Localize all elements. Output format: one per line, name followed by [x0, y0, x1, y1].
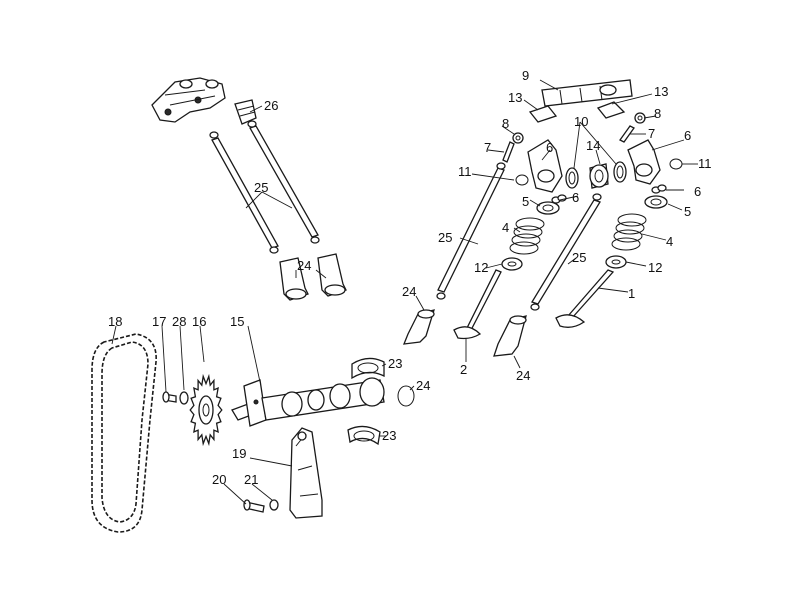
callout-15: 14 — [586, 138, 600, 153]
nut-right — [634, 112, 646, 124]
callout-8-left: 7 — [484, 140, 491, 155]
callout-5-left: 5 — [522, 194, 529, 209]
tensioner-washer — [269, 499, 279, 511]
callout-4-right: 4 — [666, 234, 673, 249]
cam-bearing-lower — [347, 425, 381, 446]
pushrods-pair — [209, 120, 320, 254]
callout-18: 17 — [152, 314, 166, 329]
bolt-left — [502, 141, 515, 163]
callout-21: 20 — [212, 472, 226, 487]
callout-25-top: 24 — [297, 258, 311, 273]
camshaft — [231, 377, 385, 427]
rocker-pad-right — [596, 101, 626, 119]
callout-23-upper: 23 — [388, 356, 402, 371]
callout-25-bottom: 24 — [516, 368, 530, 383]
callout-14-right: 13 — [654, 84, 668, 99]
callout-labels: 26 25 24 9 13 13 8 8 7 7 10 14 6 6 11 11… — [108, 68, 712, 487]
callout-26-right: 25 — [572, 250, 586, 265]
callout-12-right: 11 — [698, 156, 712, 171]
callout-6-right: 6 — [694, 184, 701, 199]
callout-12-left: 11 — [458, 164, 472, 179]
callout-6-left: 6 — [572, 190, 579, 205]
nut-left — [512, 132, 524, 144]
cam-bearing-upper — [351, 357, 385, 380]
tensioner-bolt — [243, 499, 265, 513]
callout-7-left: 6 — [546, 140, 553, 155]
sprocket-washer — [179, 391, 189, 405]
callout-22: 21 — [244, 472, 258, 487]
callout-25-center: 24 — [402, 284, 416, 299]
spring-cap-left — [536, 201, 560, 215]
callout-20: 19 — [232, 446, 246, 461]
tappet-center-upper — [402, 309, 435, 345]
leader-lines — [111, 79, 698, 505]
camshaft-circlip — [397, 385, 415, 407]
rocker-arm-assembly — [151, 77, 257, 125]
cam-sprocket — [189, 373, 223, 447]
tappet-center-lower — [493, 315, 527, 357]
callout-17: 16 — [192, 314, 206, 329]
callout-16: 15 — [230, 314, 244, 329]
callout-5-right: 5 — [684, 204, 691, 219]
callout-10: 9 — [522, 68, 529, 83]
valve-exhaust — [555, 269, 615, 328]
callout-11: 10 — [574, 114, 588, 129]
callout-9-right: 8 — [654, 106, 661, 121]
rocker-shaft — [541, 79, 633, 107]
spring-seat-right — [605, 255, 627, 269]
callout-13-right: 12 — [648, 260, 662, 275]
callout-24: 24 — [416, 378, 430, 393]
rocker-pad-left — [528, 105, 558, 123]
circlip-left — [515, 174, 529, 186]
valve-spring-right — [611, 213, 647, 251]
callout-1: 1 — [628, 286, 635, 301]
chain-tensioner — [289, 427, 323, 519]
sprocket-bolt — [162, 391, 177, 403]
rocker-arm-left — [527, 139, 563, 193]
callout-7-right: 6 — [684, 128, 691, 143]
callout-28: 28 — [172, 314, 186, 329]
callout-9-left: 8 — [502, 116, 509, 131]
bushing-left — [565, 167, 579, 189]
pushrod-center — [436, 162, 506, 300]
callout-13-left: 12 — [474, 260, 488, 275]
rocker-arm-right — [627, 139, 661, 185]
spring-seat-left — [501, 257, 523, 271]
pushrod-right — [530, 193, 602, 311]
timing-chain — [91, 333, 157, 533]
callout-26-center: 25 — [438, 230, 452, 245]
valve-spring-left — [509, 217, 545, 255]
spring-cap-right — [644, 195, 668, 209]
circlip-right — [669, 158, 683, 170]
callout-19: 18 — [108, 314, 122, 329]
spacer-roller — [589, 163, 609, 189]
bushing-right — [613, 161, 627, 183]
callout-26-top: 25 — [254, 180, 268, 195]
valve-collets-right — [651, 184, 667, 194]
callout-14-left: 13 — [508, 90, 522, 105]
valve-intake — [453, 269, 502, 340]
callout-4-left: 4 — [502, 220, 509, 235]
callout-8-right: 7 — [648, 126, 655, 141]
callout-2: 2 — [460, 362, 467, 377]
callout-27: 26 — [264, 98, 278, 113]
tappets-pair — [279, 253, 347, 301]
bolt-right — [619, 125, 635, 143]
callout-23-lower: 23 — [382, 428, 396, 443]
